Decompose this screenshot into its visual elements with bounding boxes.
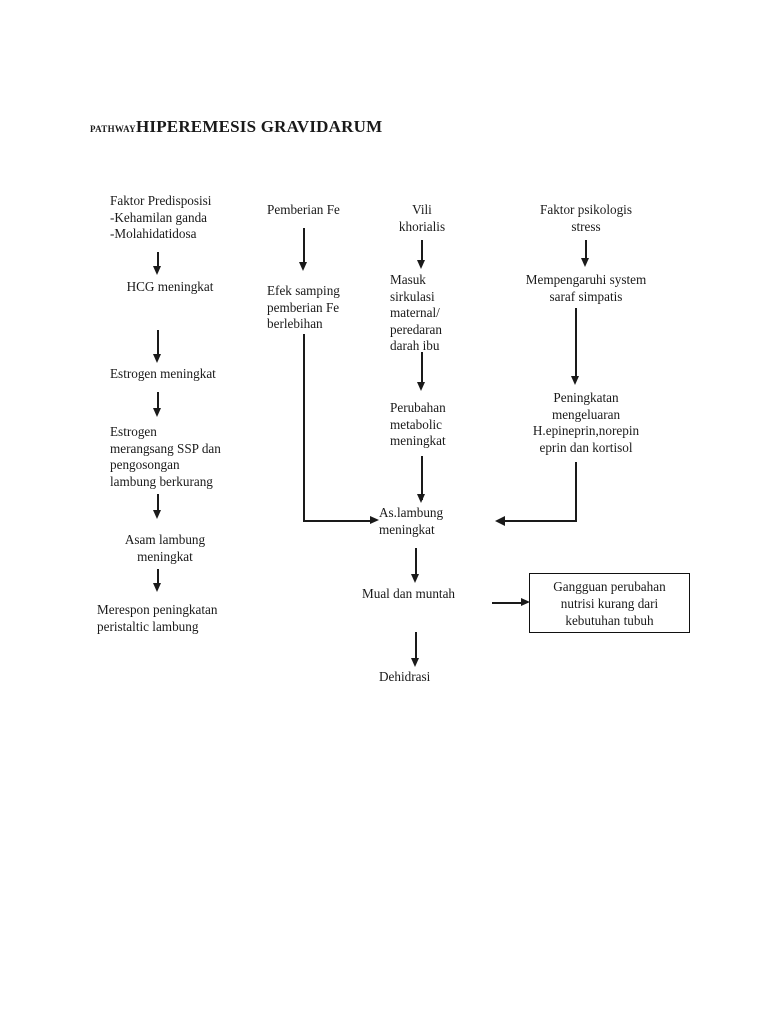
node-faktor-predisposisi: Faktor Predisposisi -Kehamilan ganda -Mo…	[110, 193, 212, 242]
node-masuk-sirkulasi-maternal: Masuk sirkulasi maternal/ peredaran dara…	[390, 272, 442, 354]
connector-ssp-to-asam-lambung	[157, 494, 159, 514]
connector-mual-to-dehidrasi	[415, 632, 417, 662]
page-title: PATHWAYHIPEREMESIS GRAVIDARUM	[90, 117, 382, 137]
connector-efek-vertical	[303, 334, 305, 522]
arrowhead-right-mual-gangguan	[521, 598, 530, 606]
node-mual-dan-muntah: Mual dan muntah	[362, 586, 456, 601]
arrowhead-down-masuk-perubahan	[417, 382, 425, 391]
arrowhead-left-peningkatan-aslambung	[495, 516, 505, 526]
arrowhead-down-ssp-asam	[153, 510, 161, 519]
node-perubahan-metabolic-meningkat: Perubahan metabolic meningkat	[390, 400, 446, 449]
arrowhead-down-predisposisi-hcg	[153, 266, 161, 275]
node-as-lambung-meningkat: As.lambung meningkat	[379, 505, 444, 537]
connector-masuk-to-perubahan	[421, 352, 423, 386]
node-mempengaruhi-system-saraf-simpatis: Mempengaruhi system saraf simpatis	[525, 272, 647, 304]
arrowhead-down-perubahan-aslambung	[417, 494, 425, 503]
node-faktor-psikologis-stress: Faktor psikologis stress	[540, 202, 632, 234]
connector-predisposisi-to-hcg	[157, 252, 159, 270]
arrowhead-down-pemberian-efek	[299, 262, 307, 271]
connector-psikologis-to-saraf	[585, 240, 587, 262]
arrowhead-down-saraf-peningkatan	[571, 376, 579, 385]
page-title-main: HIPEREMESIS GRAVIDARUM	[135, 117, 383, 136]
page-title-prefix: PATHWAY	[90, 120, 136, 135]
connector-pemberian-to-efek	[303, 228, 305, 266]
connector-peningkatan-vertical	[575, 462, 577, 522]
connector-hcg-to-estrogen	[157, 330, 159, 358]
connector-asam-to-merespon	[157, 569, 159, 587]
node-merespon-peningkatan-peristaltic: Merespon peningkatan peristaltic lambung	[97, 602, 218, 634]
connector-peningkatan-horizontal	[504, 520, 576, 522]
node-dehidrasi: Dehidrasi	[379, 669, 431, 684]
connector-efek-horizontal	[303, 520, 373, 522]
connector-estrogen-to-ssp	[157, 392, 159, 412]
connector-vili-to-masuk	[421, 240, 423, 264]
node-asam-lambung-meningkat: Asam lambung meningkat	[124, 532, 206, 564]
node-hcg-meningkat: HCG meningkat	[126, 279, 214, 294]
arrowhead-down-mual-dehidrasi	[411, 658, 419, 667]
arrowhead-right-efek-aslambung	[370, 516, 379, 524]
connector-perubahan-to-aslambung	[421, 456, 423, 500]
connector-mual-to-gangguan	[492, 602, 524, 604]
arrowhead-down-hcg-estrogen	[153, 354, 161, 363]
node-gangguan-perubahan-nutrisi: Gangguan perubahan nutrisi kurang dari k…	[529, 573, 690, 633]
arrowhead-down-aslambung-mual	[411, 574, 419, 583]
node-vili-khorialis: Vili khorialis	[398, 202, 446, 234]
arrowhead-down-estrogen-ssp	[153, 408, 161, 417]
node-peningkatan-pengeluaran-hormon: Peningkatan mengeluaran H.epineprin,nore…	[532, 390, 640, 455]
node-efek-samping-pemberian-fe: Efek samping pemberian Fe berlebihan	[267, 283, 340, 332]
arrowhead-down-asam-merespon	[153, 583, 161, 592]
arrowhead-down-vili-masuk	[417, 260, 425, 269]
connector-saraf-to-peningkatan	[575, 308, 577, 380]
node-estrogen-merangsang-ssp: Estrogen merangsang SSP dan pengosongan …	[110, 424, 221, 489]
arrowhead-down-psikologis-saraf	[581, 258, 589, 267]
node-estrogen-meningkat: Estrogen meningkat	[110, 366, 216, 381]
node-pemberian-fe: Pemberian Fe	[267, 202, 340, 217]
connector-aslambung-to-mual	[415, 548, 417, 578]
